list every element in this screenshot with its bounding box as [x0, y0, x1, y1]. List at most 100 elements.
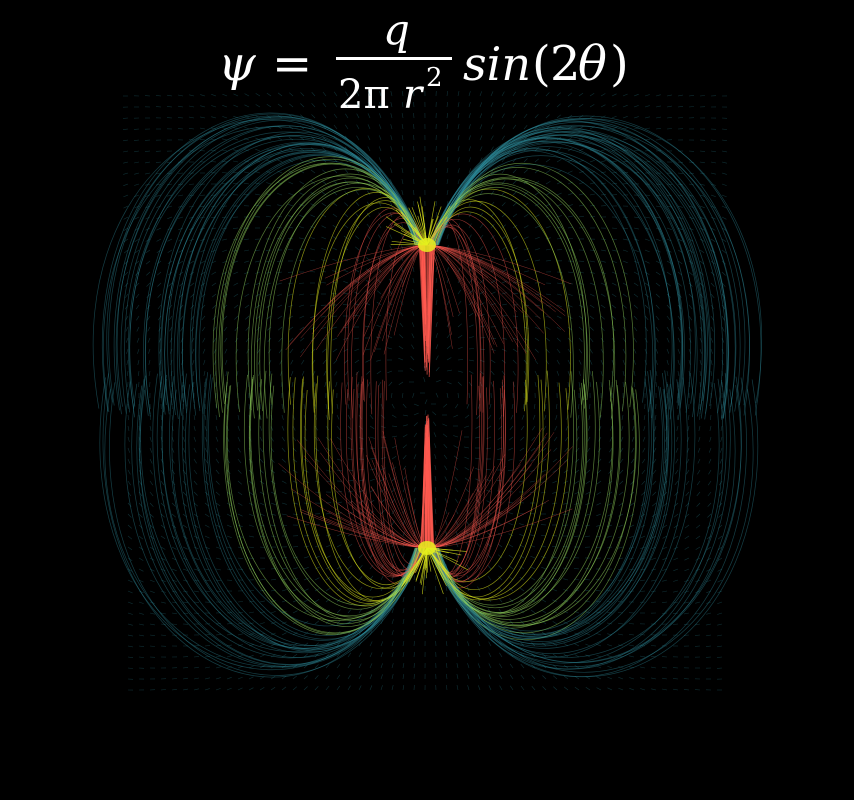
vector-arrow: [699, 337, 703, 343]
vector-arrow: [651, 546, 657, 550]
vector-arrow: [710, 227, 716, 231]
vector-arrow: [490, 291, 496, 295]
vector-arrow: [193, 590, 199, 593]
vector-arrow: [666, 381, 668, 388]
vector-arrow: [204, 381, 206, 388]
vector-arrow: [556, 348, 561, 354]
vector-arrow: [136, 337, 140, 343]
vector-arrow: [466, 619, 470, 625]
vector-arrow: [401, 157, 404, 163]
vector-arrow: [311, 125, 316, 130]
vector-arrow: [237, 436, 241, 442]
vector-arrow: [248, 546, 254, 549]
vector-arrow: [157, 293, 162, 298]
vector-arrow: [684, 557, 690, 561]
vector-arrow: [655, 94, 661, 97]
vector-arrow: [149, 414, 151, 420]
vector-arrow: [277, 193, 283, 196]
vector-arrow: [204, 513, 210, 518]
vector-arrow: [168, 315, 173, 321]
vector-arrow: [677, 106, 684, 108]
vector-arrow: [156, 172, 162, 175]
vector-arrow: [270, 654, 276, 658]
vector-arrow: [508, 436, 514, 441]
vector-arrow: [523, 282, 529, 284]
vector-arrow: [563, 686, 569, 691]
vector-arrow: [662, 688, 668, 691]
vector-arrow: [265, 216, 272, 218]
vector-arrow: [586, 447, 591, 453]
vector-arrow: [244, 293, 250, 297]
streamline: [435, 373, 731, 670]
vector-arrow: [310, 214, 316, 218]
vector-arrow: [574, 675, 580, 680]
vector-arrow: [662, 557, 668, 561]
vector-arrow: [226, 655, 232, 658]
vector-arrow: [479, 102, 483, 108]
vector-arrow: [687, 414, 690, 420]
vector-arrow: [146, 293, 151, 298]
vector-arrow: [677, 205, 683, 208]
vector-arrow: [244, 104, 250, 108]
vector-arrow: [127, 491, 132, 497]
vector-arrow: [556, 125, 562, 130]
vector-arrow: [718, 491, 723, 497]
vector-arrow: [476, 532, 481, 537]
vector-arrow: [291, 370, 294, 376]
vector-arrow: [589, 93, 595, 97]
vector-arrow: [215, 513, 221, 517]
pole-ray: [426, 216, 448, 246]
vector-arrow: [325, 512, 331, 515]
vector-arrow: [688, 95, 695, 97]
vector-arrow: [145, 172, 151, 175]
vector-arrow: [466, 564, 470, 570]
vector-arrow: [325, 674, 330, 680]
vector-arrow: [666, 105, 672, 108]
vector-arrow: [589, 282, 595, 286]
vector-arrow: [508, 522, 514, 526]
vector-arrow: [200, 260, 206, 264]
vector-arrow: [520, 674, 525, 680]
vector-arrow: [237, 491, 243, 496]
vector-arrow: [501, 102, 505, 108]
vector-arrow: [270, 611, 276, 614]
vector-arrow: [182, 568, 188, 571]
vector-arrow: [171, 425, 174, 431]
vector-arrow: [545, 103, 550, 108]
vector-arrow: [523, 225, 529, 229]
vector-arrow: [677, 249, 683, 253]
vector-arrow: [519, 512, 525, 515]
vector-arrow: [542, 675, 547, 680]
vector-arrow: [322, 91, 327, 97]
vector-arrow: [124, 260, 129, 265]
vector-arrow: [358, 652, 362, 658]
vector-arrow: [585, 611, 591, 614]
vector-arrow: [468, 245, 472, 251]
vector-arrow: [149, 623, 155, 626]
vector-arrow: [270, 436, 274, 442]
vector-arrow: [578, 159, 584, 163]
vector-arrow: [578, 337, 583, 342]
vector-arrow: [673, 579, 679, 582]
vector-arrow: [622, 304, 627, 309]
vector-arrow: [721, 359, 724, 365]
core-line: [419, 244, 426, 351]
vector-arrow: [717, 634, 723, 637]
vector-arrow: [266, 159, 272, 163]
pole-ray: [411, 207, 428, 246]
vector-arrow: [367, 102, 371, 108]
vector-arrow: [333, 135, 338, 141]
vector-arrow: [578, 103, 584, 108]
vector-arrow: [457, 381, 462, 386]
vector-arrow: [600, 359, 604, 365]
vector-arrow: [633, 293, 639, 298]
vector-arrow: [137, 348, 140, 354]
vector-arrow: [149, 634, 155, 636]
vector-arrow: [563, 664, 569, 669]
vector-arrow: [413, 476, 416, 482]
vector-arrow: [508, 533, 514, 537]
streamline: [173, 151, 425, 420]
vector-arrow: [366, 212, 371, 218]
streamline: [431, 134, 727, 419]
vector-arrow: [446, 684, 448, 691]
